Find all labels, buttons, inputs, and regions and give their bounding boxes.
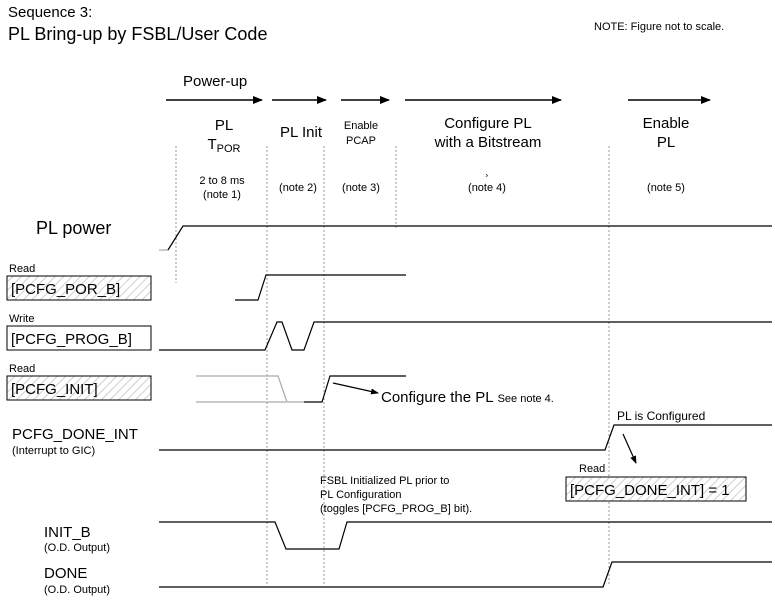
phase-power-up-label: Power-up — [183, 73, 247, 90]
phase-configure-line2: with a Bitstream — [434, 134, 542, 151]
signal-init-box — [6, 375, 152, 401]
phase-tpor-line1: PL — [215, 117, 233, 134]
init-b-waveform — [159, 521, 772, 550]
signal-prog-b-box — [6, 325, 152, 351]
fsbl-note-line1: FSBL Initialized PL prior to — [320, 475, 449, 487]
init-waveform — [304, 375, 406, 403]
phase-pl-init-note: (note 2) — [279, 182, 317, 194]
phase-tpor-line2: TPOR — [207, 136, 240, 155]
signal-pl-power-label: PL power — [36, 218, 111, 238]
signal-done-label: DONE — [44, 565, 87, 582]
phase-enable-pl-note: (note 5) — [647, 182, 685, 194]
done-read-access: Read — [579, 463, 605, 475]
por-b-waveform — [235, 274, 406, 301]
signal-por-b-access: Read — [9, 263, 35, 275]
scale-note: NOTE: Figure not to scale. — [594, 21, 724, 33]
signal-done-sub: (O.D. Output) — [44, 584, 110, 596]
diagram-title: PL Bring-up by FSBL/User Code — [8, 24, 267, 44]
phase-enable-pcap-line1: Enable — [344, 120, 378, 132]
pl-power-waveform — [167, 225, 772, 251]
phase-tpor-timing: 2 to 8 ms — [199, 175, 245, 187]
pl-configured-annotation: PL is Configured — [617, 409, 705, 423]
phase-configure-mark: ¸ — [485, 165, 489, 177]
signal-por-b-box — [6, 275, 152, 301]
signal-prog-b-label: [PCFG_PROG_B] — [11, 331, 132, 348]
phase-tpor-note: (note 1) — [203, 189, 241, 201]
signal-prog-b-access: Write — [9, 313, 34, 325]
phase-pl-init: PL Init — [280, 124, 323, 141]
signal-init-access: Read — [9, 363, 35, 375]
phase-enable-pl-line1: Enable — [643, 115, 690, 132]
signal-done-int-label: PCFG_DONE_INT — [12, 426, 138, 443]
phase-configure-note: (note 4) — [468, 182, 506, 194]
phase-enable-pl-line2: PL — [657, 134, 675, 151]
phase-configure-line1: Configure PL — [444, 115, 532, 132]
prog-b-waveform — [159, 321, 772, 351]
signal-init-b-label: INIT_B — [44, 524, 91, 541]
done-read-box — [565, 476, 747, 502]
signal-por-b-label: [PCFG_POR_B] — [11, 281, 120, 298]
signal-init-label: [PCFG_INIT] — [11, 381, 98, 398]
fsbl-note-line2: PL Configuration — [320, 489, 402, 501]
done-waveform — [159, 561, 772, 588]
signal-init-b-sub: (O.D. Output) — [44, 542, 110, 554]
configure-pl-pointer — [332, 382, 379, 395]
phase-enable-pcap-note: (note 3) — [342, 182, 380, 194]
sequence-label: Sequence 3: — [8, 4, 92, 21]
pl-configured-pointer — [622, 433, 637, 464]
fsbl-note-line3: (toggles [PCFG_PROG_B] bit). — [320, 503, 472, 515]
init-waveform-previous — [196, 375, 304, 403]
done-int-waveform — [159, 424, 772, 451]
phase-enable-pcap-line2: PCAP — [346, 135, 376, 147]
signal-done-int-sub: (Interrupt to GIC) — [12, 445, 95, 457]
done-read-label: [PCFG_DONE_INT] = 1 — [570, 482, 730, 499]
